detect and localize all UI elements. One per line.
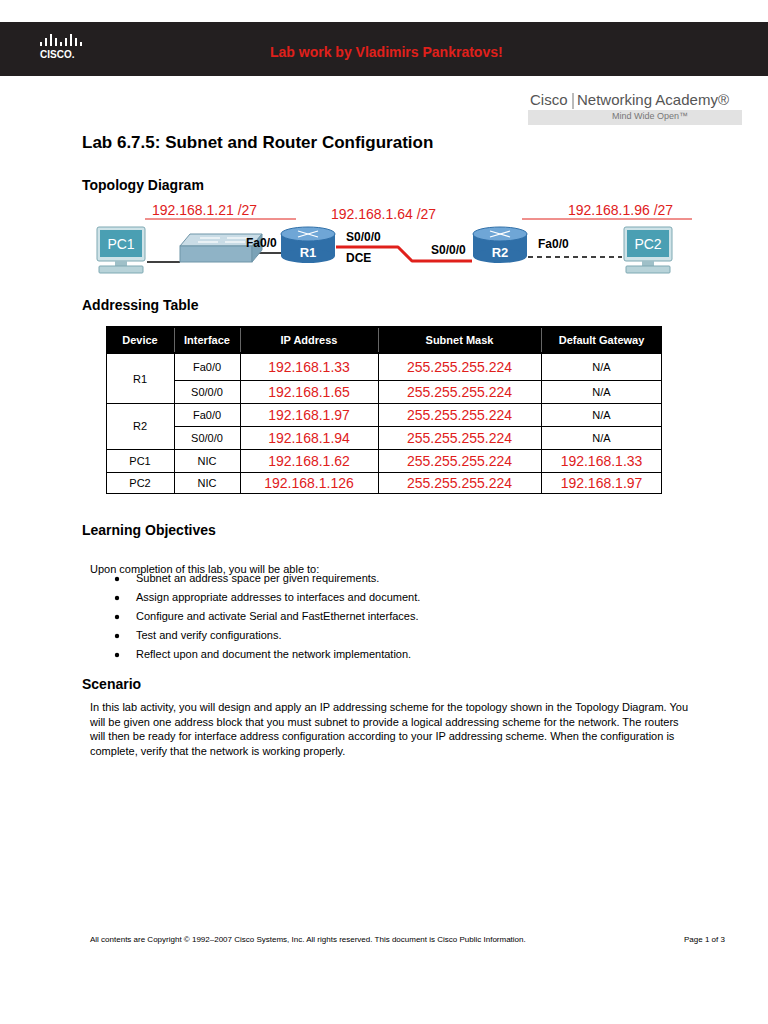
table-header-cell: Subnet Mask <box>379 327 540 353</box>
table-cell: 255.255.255.224 <box>379 355 540 379</box>
subnet-underline <box>522 219 692 220</box>
table-cell: 192.168.1.62 <box>241 450 377 471</box>
interface-label: S0/0/0 <box>346 230 381 244</box>
subnet-label: 192.168.1.64 /27 <box>331 206 436 223</box>
table-cell: N/A <box>542 404 661 425</box>
interface-label: S0/0/0 <box>431 243 466 257</box>
node-label: R2 <box>492 245 509 260</box>
table-cell: NIC <box>175 450 239 471</box>
tagline-bar <box>528 110 742 125</box>
footer-text: All contents are Copyright © 1992–2007 C… <box>90 935 526 945</box>
table-cell: Fa0/0 <box>175 404 239 425</box>
bullet-text: Test and verify configurations. <box>136 629 282 642</box>
table-header-cell: IP Address <box>241 327 377 353</box>
addressing-table-grid <box>106 326 662 494</box>
table-cell: 192.168.1.94 <box>241 427 377 448</box>
table-header-cell: Default Gateway <box>542 327 661 353</box>
table-cell: 192.168.1.33 <box>241 355 377 379</box>
brand-name: Cisco <box>530 91 568 109</box>
body-paragraph: In this lab activity, you will design an… <box>90 700 690 759</box>
table-cell: NIC <box>175 473 239 493</box>
interface-label: DCE <box>346 251 371 265</box>
node-label: PC1 <box>107 236 134 252</box>
table-cell: R2 <box>107 404 173 448</box>
table-cell: N/A <box>542 355 661 379</box>
table-cell: S0/0/0 <box>175 427 239 448</box>
section-heading: Learning Objectives <box>82 522 216 539</box>
interface-label: Fa0/0 <box>538 237 569 251</box>
table-cell: S0/0/0 <box>175 381 239 402</box>
page-title: Lab 6.7.5: Subnet and Router Configurati… <box>82 133 433 153</box>
table-cell: 255.255.255.224 <box>379 404 540 425</box>
header-note: Lab work by Vladimirs Pankratovs! <box>270 44 503 61</box>
interface-label: Fa0/0 <box>246 236 277 250</box>
subnet-underline <box>145 219 296 220</box>
table-cell: N/A <box>542 381 661 402</box>
table-cell: PC2 <box>107 473 173 493</box>
node-label: R1 <box>300 245 317 260</box>
page-number: Page 1 of 3 <box>684 935 725 945</box>
section-heading: Topology Diagram <box>82 177 204 194</box>
section-heading: Scenario <box>82 676 141 693</box>
pc-icon: PC2 <box>622 226 674 274</box>
table-header-cell: Device <box>107 327 173 353</box>
table-cell: 192.168.1.65 <box>241 381 377 402</box>
node-label: PC2 <box>634 236 661 252</box>
ethernet-link <box>528 256 622 258</box>
table-cell: Fa0/0 <box>175 355 239 379</box>
table-cell: R1 <box>107 355 173 402</box>
bullet-dots <box>115 577 119 657</box>
pc-icon: PC1 <box>95 226 147 274</box>
table-cell: PC1 <box>107 450 173 471</box>
brand-tagline: Mind Wide Open™ <box>612 111 688 122</box>
header-bar <box>0 22 768 76</box>
logo-text: CISCO. <box>40 49 74 61</box>
ethernet-wire <box>147 261 180 263</box>
table-cell: 192.168.1.126 <box>241 473 377 493</box>
subnet-label: 192.168.1.96 /27 <box>568 202 673 219</box>
table-cell: 255.255.255.224 <box>379 450 540 471</box>
router-icon: R2 <box>472 226 528 264</box>
section-heading: Addressing Table <box>82 297 198 314</box>
table-cell: 192.168.1.97 <box>241 404 377 425</box>
table-cell: 192.168.1.97 <box>542 473 661 493</box>
subnet-label: 192.168.1.21 /27 <box>152 202 257 219</box>
bullet-text: Configure and activate Serial and FastEt… <box>136 610 419 623</box>
table-cell: 255.255.255.224 <box>379 427 540 448</box>
cisco-logo-bars <box>41 34 81 46</box>
bullet-text: Assign appropriate addresses to interfac… <box>136 591 420 604</box>
brand-divider <box>573 93 574 109</box>
table-cell: 255.255.255.224 <box>379 381 540 402</box>
router-icon: R1 <box>280 226 336 264</box>
table-cell: 255.255.255.224 <box>379 473 540 493</box>
brand-name: Networking Academy® <box>577 91 729 109</box>
table-header-cell: Interface <box>175 327 239 353</box>
table-cell: 192.168.1.33 <box>542 450 661 471</box>
table-cell: N/A <box>542 427 661 448</box>
bullet-text: Reflect upon and document the network im… <box>136 648 411 661</box>
bullet-text: Subnet an address space per given requir… <box>136 572 379 585</box>
